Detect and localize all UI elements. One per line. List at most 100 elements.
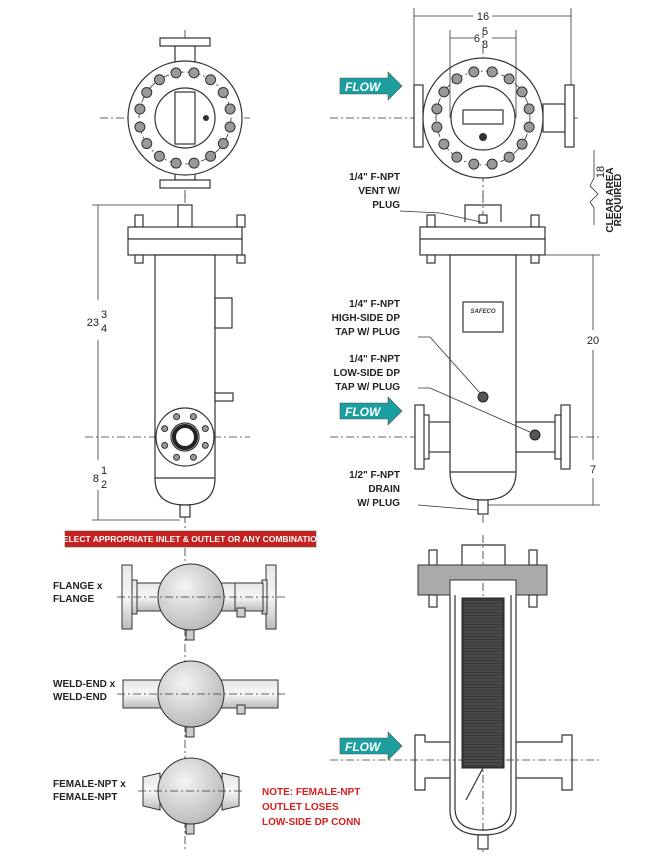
- option-label-line1: WELD-END x: [53, 679, 116, 690]
- note-line: LOW-SIDE DP CONN: [262, 817, 361, 828]
- dim-flange-span: 6 5 8: [474, 26, 488, 51]
- selection-banner: SELECT APPROPRIATE INLET & OUTLET OR ANY…: [57, 530, 323, 548]
- callout-line: PLUG: [372, 200, 400, 211]
- callout-line: TAP W/ PLUG: [335, 327, 400, 338]
- callout-line: 1/2" F-NPT: [349, 470, 400, 481]
- bolt-icon: [468, 66, 480, 78]
- dim-height: 23 3 4: [87, 309, 107, 335]
- nameplate: SAFECO: [462, 301, 504, 333]
- callout-line: HIGH-SIDE DP: [332, 313, 401, 324]
- dim-nozzle-to-bottom: 7: [590, 464, 596, 476]
- dim-nozzle-to-flange: 20: [587, 335, 599, 347]
- option-female-npt: FEMALE-NPT x FEMALE-NPT: [53, 757, 245, 835]
- dim-flange-span-den: 8: [482, 39, 488, 51]
- dim-height-whole: 23: [87, 317, 99, 329]
- bolt-circle-right: [431, 66, 535, 170]
- bolt-icon: [217, 86, 229, 98]
- option-weld-end: WELD-END x WELD-END: [53, 660, 285, 738]
- bolt-icon: [523, 103, 535, 115]
- bolt-icon: [134, 121, 146, 133]
- bolt-icon: [503, 73, 515, 85]
- bolt-icon: [451, 151, 463, 163]
- side-view-left: 23 3 4 8 1 2: [85, 195, 250, 530]
- clear-area-required-label: REQUIRED: [613, 174, 624, 227]
- bolt-icon: [188, 67, 200, 79]
- dim-base-num: 1: [101, 465, 107, 477]
- note-line: NOTE: FEMALE-NPT: [262, 787, 360, 798]
- bolt-icon: [201, 425, 209, 433]
- cross-section-view: [330, 535, 600, 855]
- vent-callout: 1/4" F-NPT VENT W/PLUG: [349, 172, 400, 211]
- bolt-icon: [503, 151, 515, 163]
- bolt-icon: [189, 453, 197, 461]
- filter-pleats: [464, 601, 502, 765]
- bolt-icon: [205, 150, 217, 162]
- dim-clear-area: 18 CLEAR AREA REQUIRED: [589, 150, 624, 233]
- bolt-icon: [153, 150, 165, 162]
- flow-arrow-shape: [339, 731, 403, 761]
- bolt-icon: [205, 74, 217, 86]
- low-side-tap-icon: [529, 429, 541, 441]
- option-label-line1: FLANGE x: [53, 581, 103, 592]
- callout-line: 1/4" F-NPT: [349, 172, 400, 183]
- bolt-icon: [141, 86, 153, 98]
- bolt-icon: [170, 67, 182, 79]
- option-label-line2: WELD-END: [53, 692, 107, 703]
- bolt-icon: [224, 103, 236, 115]
- bolt-icon: [224, 121, 236, 133]
- bolt-circle-left: [134, 67, 236, 169]
- nozzle-bolt-circle: [161, 413, 209, 461]
- high-side-dp-callout: 1/4" F-NPT HIGH-SIDE DP TAP W/ PLUG: [332, 299, 401, 338]
- dim-base: 8 1 2: [93, 465, 107, 491]
- dim-flange-span-num: 5: [482, 26, 488, 38]
- callout-line: 1/4" F-NPT: [349, 299, 400, 310]
- dim-height-num: 3: [101, 309, 107, 321]
- flow-arrows: FLOW FLOW FLOW: [339, 71, 403, 761]
- callout-line: 1/4" F-NPT: [349, 354, 400, 365]
- dim-base-den: 2: [101, 479, 107, 491]
- bolt-icon: [170, 157, 182, 169]
- bolt-icon: [486, 158, 498, 170]
- flow-arrow-icon: FLOW: [339, 731, 403, 761]
- clear-area-label: CLEAR AREA: [605, 167, 616, 232]
- bolt-icon: [438, 138, 450, 150]
- bolt-icon: [431, 121, 443, 133]
- flow-label: FLOW: [345, 740, 382, 754]
- option-flange: FLANGE x FLANGE: [53, 548, 285, 850]
- flow-arrow-icon: FLOW: [339, 71, 403, 101]
- bolt-icon: [188, 157, 200, 169]
- nameplate-logo: SAFECO: [470, 309, 495, 315]
- dim-height-den: 4: [101, 323, 107, 335]
- bolt-icon: [451, 73, 463, 85]
- female-npt-note: NOTE: FEMALE-NPT OUTLET LOSES LOW-SIDE D…: [262, 787, 361, 828]
- flow-arrow-shape: [339, 71, 403, 101]
- option-label-line1: FEMALE-NPT x: [53, 779, 126, 790]
- dim-base-whole: 8: [93, 473, 99, 485]
- note-line: OUTLET LOSES: [262, 802, 339, 813]
- top-view-right: 16 6 5 8: [330, 8, 578, 200]
- bolt-icon: [134, 103, 146, 115]
- callout-line: VENT W/: [358, 186, 400, 197]
- bolt-icon: [161, 441, 169, 449]
- bolt-icon: [161, 425, 169, 433]
- option-label-line2: FEMALE-NPT: [53, 792, 117, 803]
- flow-arrow-shape: [339, 396, 403, 426]
- bolt-icon: [468, 158, 480, 170]
- callout-line: W/ PLUG: [357, 498, 400, 509]
- bolt-icon: [141, 138, 153, 150]
- bolt-icon: [153, 74, 165, 86]
- bolt-icon: [173, 413, 181, 421]
- bolt-icon: [516, 86, 528, 98]
- flow-arrow-icon: FLOW: [339, 396, 403, 426]
- option-label-line2: FLANGE: [53, 594, 94, 605]
- dim-overall-width: 16: [477, 11, 489, 23]
- callout-line: TAP W/ PLUG: [335, 382, 400, 393]
- side-view-right: SAFECO 20 7: [330, 195, 600, 525]
- callouts: 1/4" F-NPT VENT W/PLUG 1/4" F-NPT HIGH-SIDE…: [332, 172, 401, 509]
- high-side-tap-icon: [477, 391, 489, 403]
- bolt-icon: [431, 103, 443, 115]
- dim-clear-area-value: 18: [595, 166, 607, 178]
